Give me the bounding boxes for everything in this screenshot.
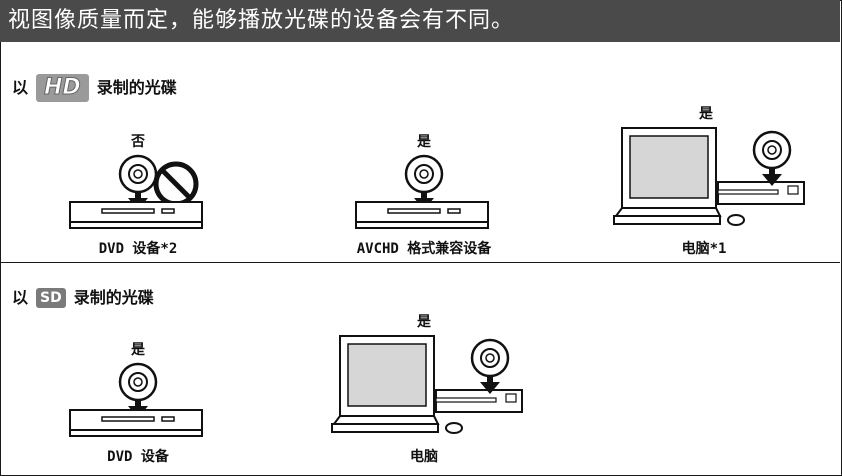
sd-dvd-illustration [69,362,203,437]
hd-badge: HD [36,74,89,102]
hd-title-prefix: 以 [12,78,29,97]
sd-badge: SD [36,288,66,308]
computer-icon [331,335,523,434]
disc-icon [118,154,158,194]
sd-pc-illustration [331,335,523,434]
section-divider [0,262,840,263]
sd-dvd-label: DVD 设备 [107,449,169,465]
disc-icon [404,154,444,194]
sd-dvd-answer: 是 [131,342,145,358]
sd-title-prefix: 以 [12,288,29,307]
hd-pc-label: 电脑*1 [681,241,727,257]
hd-dvd-answer: 否 [131,134,145,150]
disc-icon [470,338,510,378]
hd-dvd-label: DVD 设备*2 [98,241,178,257]
down-arrow-icon [762,168,782,186]
hd-avchd-label: AVCHD 格式兼容设备 [356,241,492,257]
hd-title-suffix: 录制的光碟 [96,78,177,97]
disc-icon [118,362,158,402]
down-arrow-icon [480,376,500,394]
hd-avchd-answer: 是 [417,134,431,150]
hd-avchd-illustration [355,154,489,229]
sd-title-suffix: 录制的光碟 [73,288,154,307]
hd-dvd-illustration [69,154,203,229]
page-title: 视图像质量而定，能够播放光碟的设备会有不同。 [0,0,840,42]
sd-pc-answer: 是 [417,314,431,330]
disc-icon [752,130,792,170]
hd-pc-illustration [613,127,805,226]
sd-pc-label: 电脑 [410,449,438,465]
dvd-player-icon [69,409,203,437]
prohibited-icon [153,161,199,207]
sd-section-title: 以 SD 录制的光碟 [12,284,154,312]
hd-section-title: 以 HD 录制的光碟 [12,74,177,102]
hd-pc-answer: 是 [699,106,713,122]
dvd-player-icon [69,201,203,229]
dvd-player-icon [355,201,489,229]
computer-icon [613,127,805,226]
